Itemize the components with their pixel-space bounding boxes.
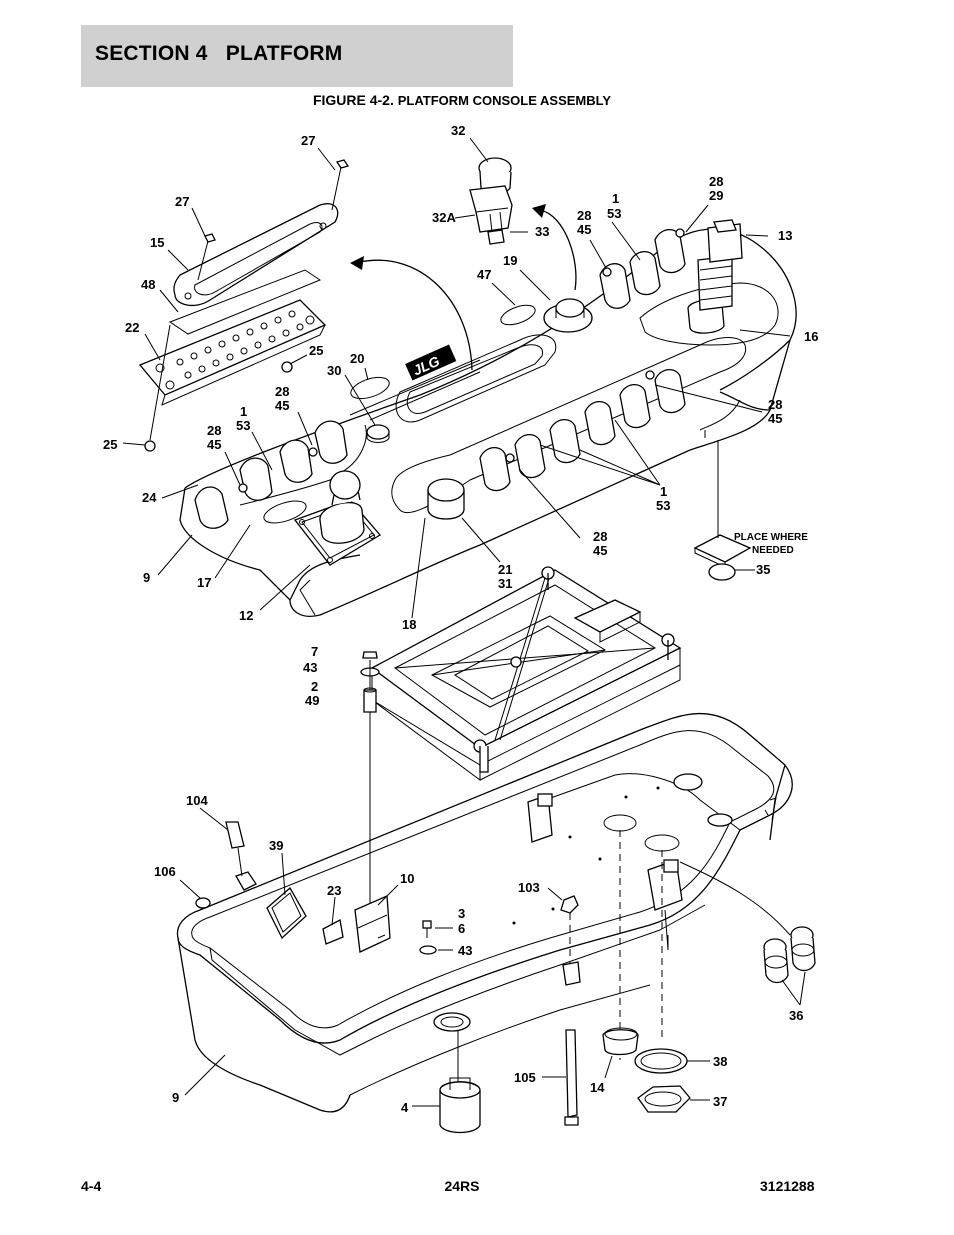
callout-28: 28 xyxy=(207,423,221,438)
callout-1: 1 xyxy=(612,191,619,206)
lower-parts xyxy=(439,440,752,1134)
callout-32a: 32A xyxy=(432,210,456,225)
callout-45: 45 xyxy=(577,222,591,237)
figure-number: FIGURE 4-2. xyxy=(312,92,394,108)
section-title: SECTION 4 PLATFORM xyxy=(95,42,343,65)
callout-38: 38 xyxy=(713,1054,727,1069)
callout-25: 25 xyxy=(103,437,117,452)
callout-18: 18 xyxy=(402,617,416,632)
terminal-cover-parts xyxy=(138,159,473,452)
callout-39: 39 xyxy=(269,838,283,853)
callout-15: 15 xyxy=(150,235,164,250)
callout-6: 6 xyxy=(458,921,465,936)
callout-53: 53 xyxy=(236,418,250,433)
console-cover: JLG xyxy=(179,219,797,617)
callout-45: 45 xyxy=(768,411,782,426)
figure-title: PLATFORM CONSOLE ASSEMBLY xyxy=(397,93,612,108)
callout-43: 43 xyxy=(458,943,472,958)
callout-9: 9 xyxy=(143,570,150,585)
callout-103: 103 xyxy=(518,880,540,895)
leader-lines xyxy=(122,137,806,1107)
callout-106: 106 xyxy=(154,864,176,879)
callout-53: 53 xyxy=(656,498,670,513)
callout-13: 13 xyxy=(778,228,792,243)
callout-12: 12 xyxy=(239,608,253,623)
callout-105: 105 xyxy=(514,1070,536,1085)
callout-45: 45 xyxy=(593,543,607,558)
callout-45: 45 xyxy=(275,398,289,413)
callout-104: 104 xyxy=(186,793,208,808)
callout-32: 32 xyxy=(451,123,465,138)
callout-20: 20 xyxy=(350,351,364,366)
callout-35: 35 xyxy=(756,562,770,577)
rocker-switch-row-upper xyxy=(599,229,686,309)
figure-caption: FIGURE 4-2. PLATFORM CONSOLE ASSEMBLY xyxy=(0,92,924,108)
callout-9: 9 xyxy=(172,1090,179,1105)
horn-button xyxy=(427,478,465,520)
callout-33: 33 xyxy=(535,224,549,239)
callout-27: 27 xyxy=(301,133,315,148)
callout-23: 23 xyxy=(327,883,341,898)
toggle-levers xyxy=(238,228,685,493)
indicator-light xyxy=(366,424,390,443)
callout-36: 36 xyxy=(789,1008,803,1023)
callout-53: 53 xyxy=(607,206,621,221)
joystick xyxy=(293,470,381,566)
terminal-screws xyxy=(155,310,315,390)
callout-2: 2 xyxy=(311,679,318,694)
callout-28: 28 xyxy=(275,384,289,399)
section-header: SECTION 4 PLATFORM xyxy=(81,25,513,87)
callout-47: 47 xyxy=(477,267,491,282)
callout-7: 7 xyxy=(311,644,318,659)
rocker-switch-row-left xyxy=(194,420,348,529)
footer-page-number: 4-4 xyxy=(81,1178,102,1194)
callout-25: 25 xyxy=(309,343,323,358)
placement-note-line-2: NEEDED xyxy=(752,545,794,556)
callout-1: 1 xyxy=(240,404,247,419)
callout-45: 45 xyxy=(207,437,221,452)
placement-note-line-1: PLACE WHERE xyxy=(734,532,808,543)
console-box xyxy=(176,713,816,1113)
callout-labels: 27 27 15 48 22 25 25 32 32A 33 19 47 1 5… xyxy=(103,123,818,1115)
callout-19: 19 xyxy=(503,253,517,268)
callout-3: 3 xyxy=(458,906,465,921)
callout-10: 10 xyxy=(400,871,414,886)
callout-1: 1 xyxy=(660,484,667,499)
callout-17: 17 xyxy=(197,575,211,590)
control-module xyxy=(370,566,682,781)
callout-16: 16 xyxy=(804,329,818,344)
callout-48: 48 xyxy=(141,277,155,292)
callout-37: 37 xyxy=(713,1094,727,1109)
footer-model: 24RS xyxy=(444,1178,480,1194)
callout-28: 28 xyxy=(577,208,591,223)
callout-4: 4 xyxy=(401,1100,409,1115)
callout-24: 24 xyxy=(142,490,157,505)
callout-28: 28 xyxy=(709,174,723,189)
callout-28: 28 xyxy=(593,529,607,544)
standoff-hardware xyxy=(360,651,380,910)
callout-30: 30 xyxy=(327,363,341,378)
callout-31: 31 xyxy=(498,576,512,591)
emergency-stop-exploded xyxy=(469,157,577,291)
callout-49: 49 xyxy=(305,693,319,708)
rocker-switch-row-center xyxy=(479,369,686,492)
callout-22: 22 xyxy=(125,320,139,335)
drive-joystick xyxy=(687,219,743,334)
jlg-logo: JLG xyxy=(405,344,457,381)
emergency-stop xyxy=(543,298,593,333)
callout-28: 28 xyxy=(768,397,782,412)
callout-27: 27 xyxy=(175,194,189,209)
callout-14: 14 xyxy=(590,1080,605,1095)
callout-29: 29 xyxy=(709,188,723,203)
callout-43: 43 xyxy=(303,660,317,675)
cable-glands xyxy=(763,926,816,984)
footer-doc-number: 3121288 xyxy=(760,1178,815,1194)
callout-21: 21 xyxy=(498,562,512,577)
